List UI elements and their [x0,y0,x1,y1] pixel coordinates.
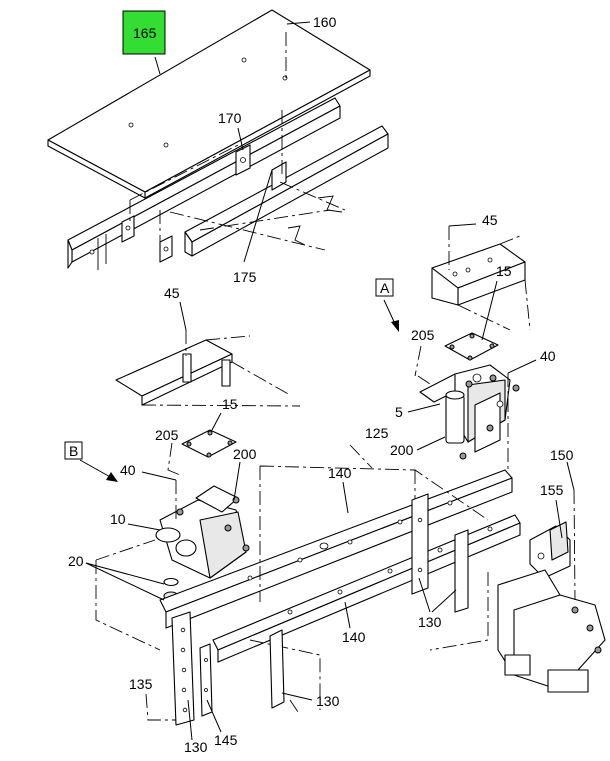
callout-130-right[interactable]: 130 [418,614,442,630]
callout-45-lower[interactable]: 45 [164,285,180,301]
view-b-arrow [79,459,118,482]
gusset-130-right[interactable] [411,493,469,613]
gusset-130-left[interactable] [171,611,195,726]
callout-145[interactable]: 145 [214,732,238,748]
view-ref-b-box [64,441,83,460]
callout-130-center[interactable]: 130 [316,693,340,709]
callout-15-upper[interactable]: 15 [496,263,512,279]
callout-10[interactable]: 10 [110,511,126,527]
frame-segment-45-upper[interactable] [431,243,526,306]
callout-155[interactable]: 155 [540,482,564,498]
callout-40-lower[interactable]: 40 [120,462,136,478]
callout-130-left[interactable]: 130 [184,739,208,755]
spring-mount-assembly-b[interactable] [155,485,250,579]
view-ref-a[interactable]: A [380,280,390,296]
callout-200-upper[interactable]: 200 [390,442,414,458]
callout-45-upper[interactable]: 45 [482,212,498,228]
bracket-175[interactable] [121,215,173,263]
pad-plate-15-lower[interactable] [181,429,237,458]
callout-200-lower[interactable]: 200 [233,446,257,462]
view-ref-a-box [375,278,394,297]
callout-175[interactable]: 175 [233,269,257,285]
callout-125[interactable]: 125 [365,425,389,441]
callout-40-upper[interactable]: 40 [540,348,556,364]
callout-160[interactable]: 160 [313,14,337,30]
callout-205-upper[interactable]: 205 [411,327,435,343]
spring-mount-assembly-a[interactable] [419,364,520,460]
frame-segment-45-lower[interactable] [115,339,233,406]
view-ref-b[interactable]: B [69,443,78,459]
reinforcement-145[interactable] [199,643,213,717]
callout-140-lower[interactable]: 140 [342,629,366,645]
callout-135[interactable]: 135 [129,676,153,692]
callout-140-upper[interactable]: 140 [328,465,352,481]
crossmember-left-channel[interactable] [67,97,341,270]
callout-5[interactable]: 5 [395,404,403,420]
housing-150[interactable] [497,569,606,693]
gusset-130-center[interactable] [269,629,285,709]
callout-165[interactable]: 165 [133,25,157,41]
view-a-arrow [383,299,399,332]
callout-165-highlight[interactable] [122,10,166,55]
leader-lines [85,21,576,741]
callout-170[interactable]: 170 [218,110,242,126]
callout-150[interactable]: 150 [550,447,574,463]
crossmember-right-channel[interactable] [184,125,389,257]
callout-205-lower[interactable]: 205 [155,427,179,443]
platform-plate-165[interactable] [47,9,371,199]
callout-15-lower[interactable]: 15 [222,396,238,412]
bracket-155[interactable] [529,521,571,579]
callout-20[interactable]: 20 [68,553,84,569]
pad-plate-15-upper[interactable] [444,332,499,361]
